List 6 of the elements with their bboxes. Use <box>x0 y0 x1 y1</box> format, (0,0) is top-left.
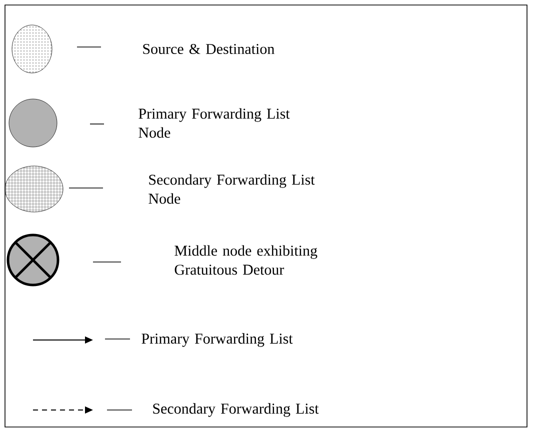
legend-label: Source & Destination <box>143 44 274 54</box>
legend-label: Primary Forwarding List Node <box>138 108 290 138</box>
legend-label: Secondary Forwarding List <box>153 403 319 417</box>
legend-label: Secondary Forwarding List Node <box>148 174 315 204</box>
legend-label: Middle node exhibiting Gratuitous Detour <box>174 245 318 275</box>
legend-label: Primary Forwarding List <box>142 333 293 347</box>
